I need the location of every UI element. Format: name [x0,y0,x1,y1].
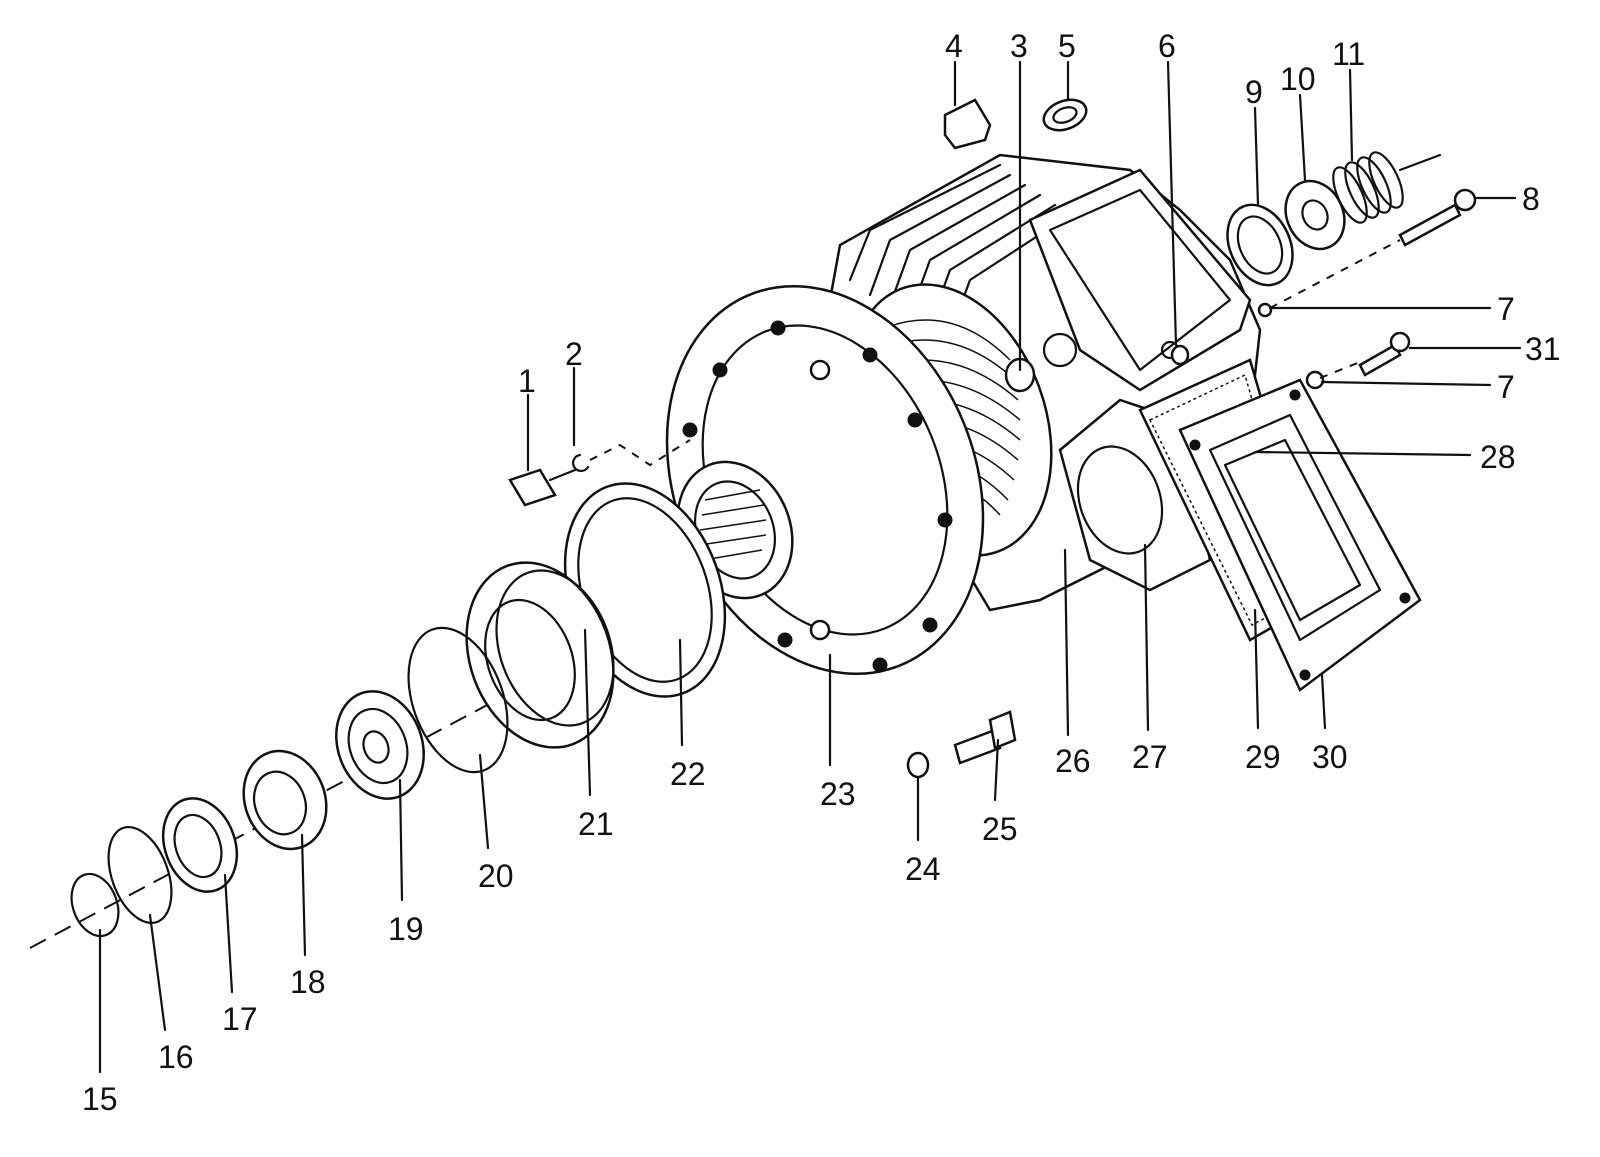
part-number-label: 25 [982,811,1018,847]
part-number-label: 7 [1497,291,1515,327]
part-number-label: 16 [158,1039,194,1075]
brake-parts [1226,151,1442,287]
fasteners [508,98,1477,779]
part-number-label: 4 [945,28,963,64]
part-number-label: 6 [1158,28,1176,64]
part-number-label: 22 [670,756,706,792]
part-number-label: 19 [388,911,424,947]
part-number-label: 9 [1245,74,1263,110]
part-number-label: 24 [905,851,941,887]
part-number-label: 15 [82,1081,118,1117]
part-number-label: 29 [1245,739,1281,775]
part-number-label: 2 [565,336,583,372]
axis-parts [70,482,727,938]
leader-lines [98,60,1522,1074]
part-number-label: 3 [1010,28,1028,64]
part-number-label: 1 [518,363,536,399]
part-number-label: 20 [478,858,514,894]
part-number-label: 31 [1525,331,1561,367]
part-number-label: 10 [1280,61,1316,97]
terminal-cover-assembly [1058,358,1422,692]
part-number-label: 11 [1332,36,1365,72]
part-number-label: 30 [1312,739,1348,775]
part-number-label: 7 [1497,369,1515,405]
part-number-label: 27 [1132,739,1168,775]
part-labels: 1 2 3 4 5 6 7 7 8 9 10 11 15 16 17 18 19… [82,28,1561,1117]
part-number-label: 8 [1522,181,1540,217]
part-number-label: 26 [1055,743,1091,779]
part-number-label: 5 [1058,28,1076,64]
part-number-label: 28 [1480,439,1516,475]
part-number-label: 23 [820,776,856,812]
part-number-label: 21 [578,806,614,842]
part-number-label: 18 [290,964,326,1000]
part-number-label: 17 [222,1001,258,1037]
